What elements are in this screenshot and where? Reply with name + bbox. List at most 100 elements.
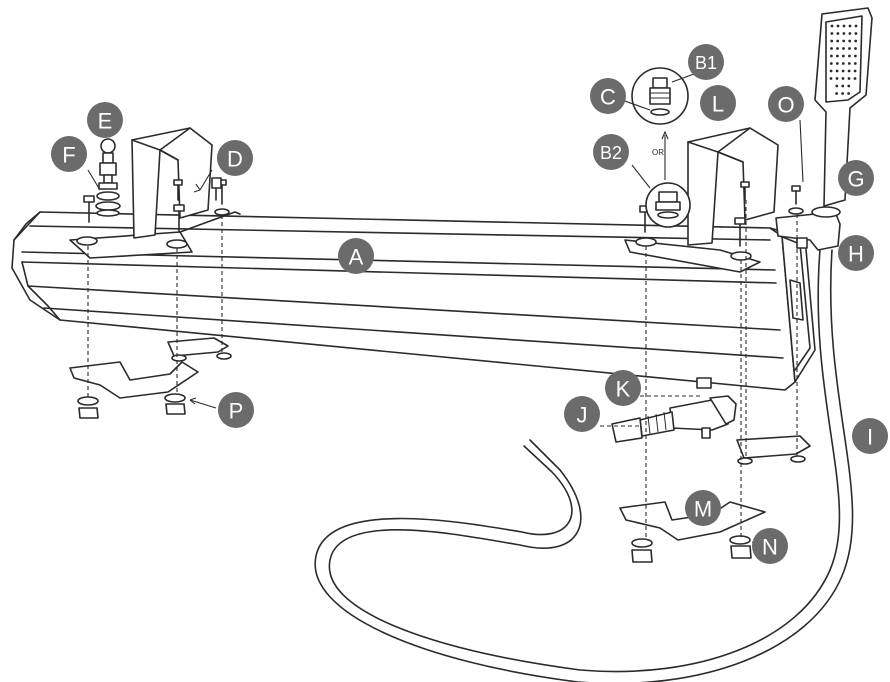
spray-hole (830, 32, 834, 35)
callout-b2-label: B2 (600, 143, 622, 163)
valve-assembly (611, 377, 737, 443)
spray-hole (836, 32, 840, 35)
callout-k-label: K (616, 377, 631, 402)
callout-i: I (852, 418, 888, 454)
spray-hole (829, 62, 833, 65)
spray-hole (829, 77, 833, 80)
or-label: OR (652, 148, 664, 157)
spray-hole (841, 84, 845, 88)
shower-holder (775, 206, 841, 251)
callout-c: C (590, 78, 626, 114)
spray-hole (842, 32, 846, 35)
spray-hole (836, 54, 839, 58)
spray-hole (835, 77, 839, 80)
spray-hole (854, 32, 858, 35)
spray-hole (830, 24, 834, 28)
spray-hole (853, 69, 857, 73)
alignment-lines (87, 200, 798, 540)
callout-g-label: G (847, 167, 864, 192)
shower-spray-holes (829, 24, 858, 95)
spray-hole (842, 39, 846, 43)
callout-a-label: A (349, 245, 364, 270)
right-spout (687, 127, 779, 246)
callout-h: H (838, 235, 874, 271)
callout-b2: B2 (593, 134, 629, 170)
callout-p: P (218, 392, 254, 428)
right-bolt-4 (788, 185, 804, 215)
callout-c-label: C (600, 85, 616, 110)
spray-hole (836, 24, 840, 28)
spray-hole (854, 39, 858, 43)
left-bolt-1 (76, 195, 98, 246)
spray-hole (841, 62, 845, 65)
callout-l: L (700, 85, 736, 121)
spray-hole (848, 32, 852, 35)
left-connector (211, 177, 222, 201)
left-deck-plate (69, 211, 241, 259)
callout-d: D (217, 140, 253, 176)
callout-j-label: J (577, 403, 588, 428)
callout-f-label: F (62, 143, 75, 168)
callout-j: J (564, 396, 600, 432)
spray-hole (848, 24, 852, 28)
spray-hole (835, 69, 839, 73)
spray-hole (842, 54, 845, 58)
spray-hole (854, 24, 858, 28)
spray-hole (841, 92, 844, 95)
spray-hole (847, 62, 851, 65)
spray-hole (853, 62, 857, 65)
spray-hole (847, 92, 850, 95)
callout-m-label: M (694, 497, 712, 522)
right-bolt-3 (740, 181, 750, 201)
spray-hole (830, 47, 833, 50)
spray-hole (848, 39, 852, 43)
spray-hole (835, 62, 839, 65)
callout-f: F (51, 136, 87, 172)
callout-o: O (768, 86, 804, 122)
left-bolt-3 (173, 179, 183, 201)
spray-hole (835, 84, 839, 88)
callout-l-label: L (712, 92, 724, 117)
spray-hole (847, 84, 851, 88)
callout-b1-label: B1 (695, 53, 717, 73)
callout-e: E (87, 102, 123, 138)
left-spout (131, 127, 213, 239)
callout-a: A (338, 238, 374, 274)
spray-hole (835, 92, 838, 95)
callout-i-label: I (867, 425, 873, 450)
callout-p-label: P (229, 399, 244, 424)
spray-hole (830, 39, 834, 43)
b2-insert-detail (645, 182, 691, 228)
spray-hole (829, 69, 833, 73)
callout-n-label: N (762, 535, 778, 560)
spray-hole (836, 39, 840, 43)
callout-h-label: H (848, 242, 864, 267)
spray-hole (848, 47, 851, 50)
callout-e-label: E (98, 109, 113, 134)
spray-hole (853, 77, 857, 80)
spray-hole (842, 24, 846, 28)
b1-c-detail (631, 67, 689, 125)
right-upper-bracket (736, 435, 811, 465)
callout-b1: B1 (688, 44, 724, 80)
spray-hole (841, 77, 845, 80)
or-indicator: OR (652, 130, 669, 180)
spray-hole (854, 54, 857, 58)
left-diverter-assembly (95, 138, 121, 217)
hand-shower (814, 7, 873, 207)
right-deck-plate (624, 239, 761, 273)
spray-hole (842, 47, 845, 50)
spray-hole (841, 69, 845, 73)
spray-hole (836, 47, 839, 50)
callout-d-label: D (227, 147, 243, 172)
spray-hole (847, 77, 851, 80)
spray-hole (830, 54, 833, 58)
shower-hose (314, 249, 854, 682)
callout-o-label: O (777, 93, 794, 118)
spray-hole (848, 54, 851, 58)
callout-m: M (685, 490, 721, 526)
spray-hole (847, 69, 851, 73)
callout-k: K (605, 370, 641, 406)
spray-hole (854, 47, 857, 50)
